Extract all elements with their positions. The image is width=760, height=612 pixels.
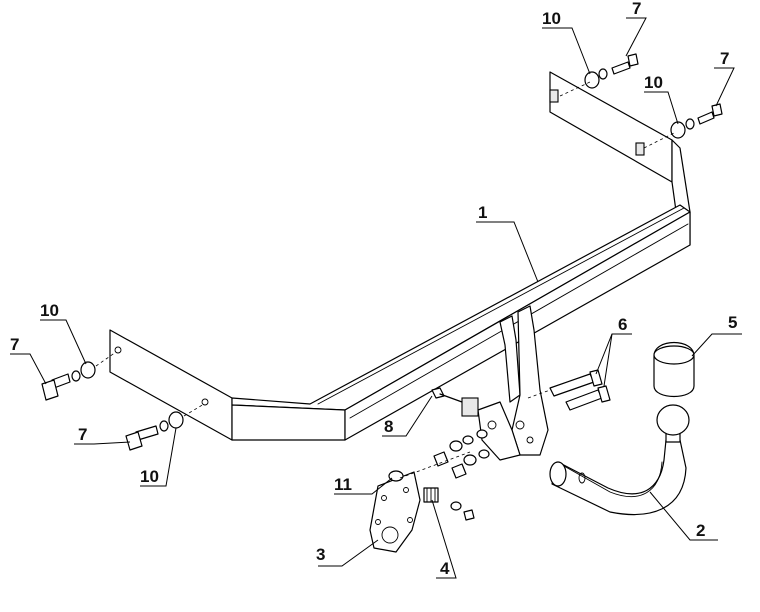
callout-part-7-left-lower: 7 (78, 425, 87, 444)
callout-part-6: 6 (618, 315, 627, 334)
tow-ball-hook (549, 404, 690, 516)
callout-part-1: 1 (478, 203, 487, 222)
callout-part-10-left-upper: 10 (40, 301, 59, 320)
callout-part-11: 11 (334, 475, 352, 494)
callout-part-5: 5 (728, 313, 737, 332)
bolt-8 (431, 387, 463, 403)
callout-part-4: 4 (440, 559, 450, 578)
fasteners-left (41, 351, 205, 451)
fasteners-top-right (559, 53, 723, 149)
socket-plate (369, 471, 421, 553)
hex-bolts-6 (549, 369, 611, 411)
callout-part-7-left-upper: 7 (10, 335, 19, 354)
ball-cap (653, 342, 695, 397)
callout-part-7-right: 7 (720, 49, 729, 68)
callout-part-7-top: 7 (632, 0, 641, 18)
spring-bolt-set (423, 487, 475, 521)
callout-part-3: 3 (316, 545, 325, 564)
callout-labels: 1 2 3 4 5 6 7 7 7 7 8 10 10 10 10 11 (10, 0, 737, 578)
callout-part-10-top: 10 (542, 9, 561, 28)
crossbeam (109, 71, 691, 461)
callout-part-2: 2 (696, 521, 705, 540)
leader-lines (10, 17, 742, 579)
callout-part-8: 8 (384, 417, 393, 436)
callout-part-10-left-lower: 10 (140, 467, 159, 486)
callout-part-10-right: 10 (644, 73, 663, 92)
nuts-washers-cluster (388, 429, 490, 482)
